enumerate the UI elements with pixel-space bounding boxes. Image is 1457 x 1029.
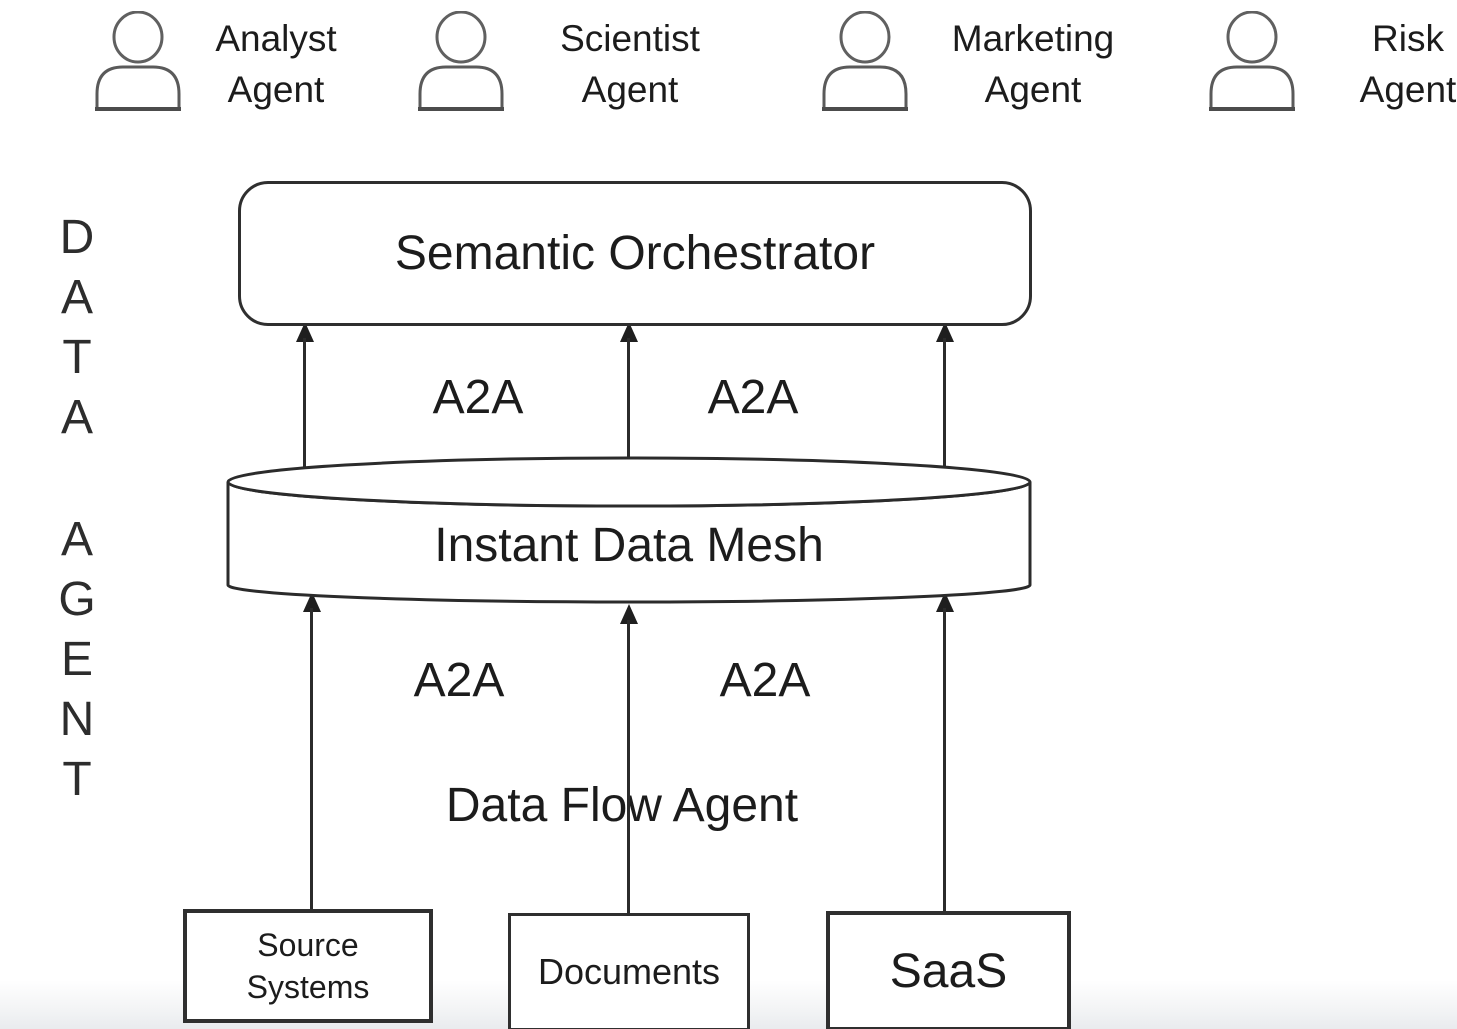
- side-letter: A: [60, 271, 93, 324]
- instant-data-mesh-label: Instant Data Mesh: [434, 519, 824, 572]
- semantic-orchestrator-box: Semantic Orchestrator: [238, 181, 1032, 326]
- saas-label: SaaS: [889, 944, 1008, 998]
- saas-box: SaaS: [826, 911, 1071, 1029]
- person-icon: [816, 10, 914, 113]
- agent-label-scientist: Scientist Agent: [515, 13, 745, 115]
- arrow-up-head: [620, 604, 638, 624]
- person-icon: [1203, 10, 1301, 113]
- side-letter: G: [58, 573, 96, 626]
- semantic-orchestrator-label: Semantic Orchestrator: [394, 227, 876, 280]
- arrow-source-to-mesh: [310, 608, 313, 915]
- a2a-label-top-left: A2A: [432, 371, 524, 424]
- data-flow-agent-label: Data Flow Agent: [445, 779, 799, 832]
- side-label-data: D A T A: [52, 208, 102, 448]
- agent-label-line: Agent: [984, 69, 1082, 110]
- side-letter: D: [59, 211, 95, 264]
- agent-label-line: Scientist: [560, 18, 700, 59]
- agent-label-line: Analyst: [215, 18, 337, 59]
- agent-label-risk: Risk Agent: [1293, 13, 1457, 115]
- agent-label-line: Agent: [227, 69, 325, 110]
- agent-label-marketing: Marketing Agent: [918, 13, 1148, 115]
- arrow-mesh-to-orchestrator-left: [303, 338, 306, 488]
- side-letter: E: [60, 633, 93, 686]
- person-icon: [89, 10, 187, 113]
- agent-label-line: Risk: [1372, 18, 1444, 59]
- a2a-label-top-right: A2A: [707, 371, 799, 424]
- source-systems-box: Source Systems: [183, 909, 433, 1023]
- side-letter: A: [60, 391, 93, 444]
- side-letter: A: [60, 513, 93, 566]
- source-systems-label-line: Source: [257, 927, 359, 963]
- a2a-label-bottom-right: A2A: [719, 654, 811, 707]
- documents-label: Documents: [537, 951, 721, 992]
- side-label-agent: A G E N T: [52, 510, 102, 810]
- agent-label-line: Agent: [581, 69, 679, 110]
- side-letter: N: [59, 693, 95, 746]
- documents-box: Documents: [508, 913, 750, 1029]
- arrow-mesh-to-orchestrator-middle: [627, 338, 630, 470]
- side-letter: T: [62, 331, 92, 384]
- a2a-label-bottom-left: A2A: [413, 654, 505, 707]
- arrow-documents-to-mesh: [627, 620, 630, 916]
- side-letter: T: [62, 753, 92, 806]
- arrow-mesh-to-orchestrator-right: [943, 338, 946, 488]
- agent-label-analyst: Analyst Agent: [161, 13, 391, 115]
- source-systems-label-line: Systems: [246, 969, 370, 1005]
- arrow-up-head: [936, 322, 954, 342]
- arrow-up-head: [296, 322, 314, 342]
- arrow-up-head: [620, 322, 638, 342]
- agent-label-line: Agent: [1359, 69, 1457, 110]
- person-icon: [412, 10, 510, 113]
- arrow-saas-to-mesh: [943, 608, 946, 915]
- agent-label-line: Marketing: [951, 18, 1115, 59]
